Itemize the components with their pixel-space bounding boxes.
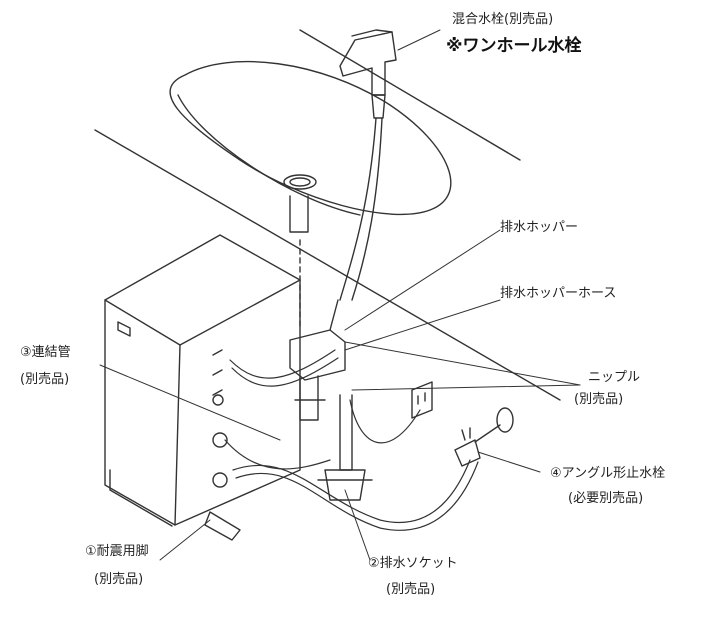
water-heater-unit [104,234,301,541]
hoses [224,349,479,531]
angle-stop-valve [454,407,514,467]
drain-hopper-label: 排水ホッパー [500,220,579,235]
power-outlet [411,381,433,419]
drain-pipe [317,299,373,501]
drain-socket-sub-label: (別売品) [386,582,436,597]
faucet-note: ※ワンホール水栓 [446,36,582,56]
drain-hopper-hose-label: 排水ホッパーホース [500,286,617,301]
faucet [339,29,397,301]
washbasin [169,60,452,331]
connecting-pipe-label: ③連結管 [20,345,71,360]
nipple-label: ニップル [588,370,641,385]
connecting-pipe-sub-label: (別売品) [20,372,70,387]
drain-socket-label: ②排水ソケット [368,556,458,571]
countertop-line-lower [94,129,561,401]
angle-valve-sub-label: (必要別売品) [568,491,644,506]
angle-valve-label: ④アングル形止水栓 [550,466,666,481]
leader-lines [99,29,581,561]
countertop-line-upper [299,29,521,161]
faucet-label: 混合水栓(別売品) [452,12,554,27]
drain-hopper [289,329,346,421]
nipple-sub-label: (別売品) [574,392,624,407]
seismic-leg-label: ①耐震用脚 [85,544,149,559]
seismic-leg-sub-label: (別売品) [94,572,144,587]
